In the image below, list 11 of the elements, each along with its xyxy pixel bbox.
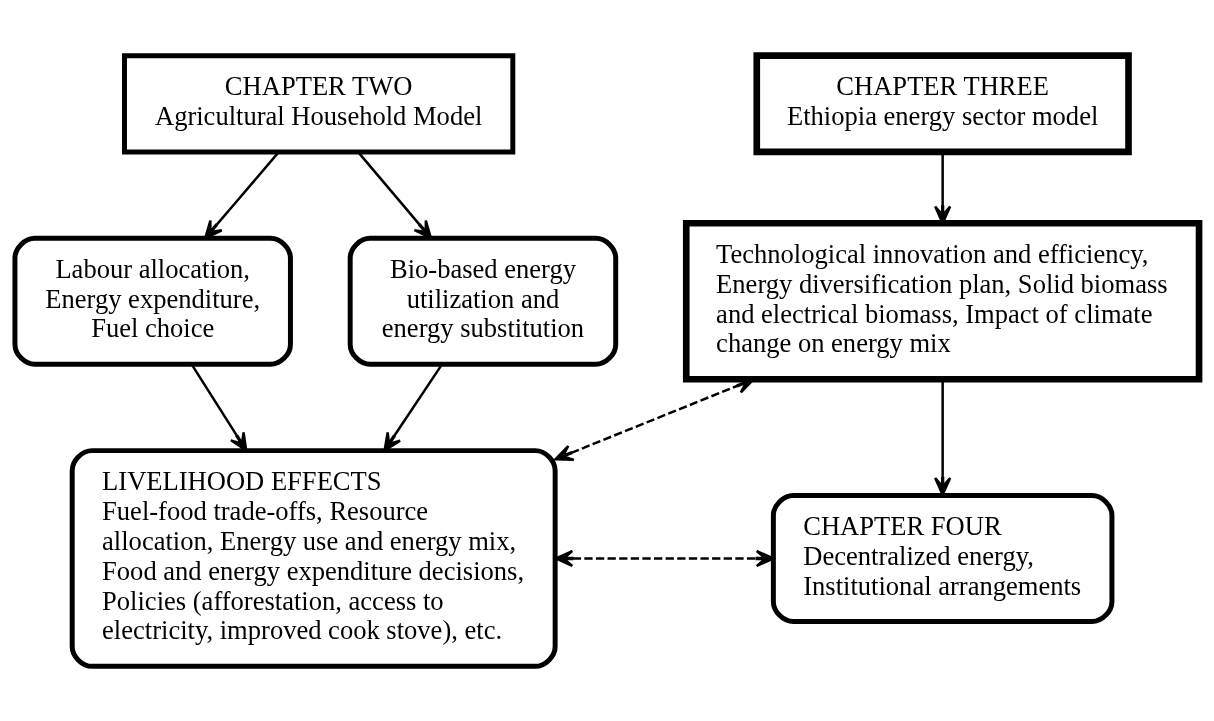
node-box: CHAPTER FOUR Decentralized energy, Institutional arrangements — [770, 492, 1115, 624]
node-box: Technological innovation and efficiency, Energy diversification plan, Solid biomass and electrical biomass, Impact of climate change on energy mix — [682, 219, 1203, 383]
node-box: CHAPTER TWO Agricultural Household Model — [122, 52, 516, 154]
node-box: LIVELIHOOD EFFECTS Fuel-food trade-offs, Resource allocation, Energy use and energy mix, Food and energy expenditure decisions, Policies (afforestation, access to electricity, improved cook stove), etc. — [69, 447, 558, 669]
node-box: CHAPTER THREE Ethiopia energy sector model — [753, 51, 1132, 155]
arrow — [933, 379, 952, 496]
arrow — [383, 363, 443, 452]
node-box: Bio-based energy utilization and energy substitution — [347, 235, 619, 367]
arrow — [554, 549, 775, 567]
node-box: Labour allocation, Energy expenditure, Fuel choice — [12, 235, 293, 367]
arrow — [190, 363, 248, 452]
